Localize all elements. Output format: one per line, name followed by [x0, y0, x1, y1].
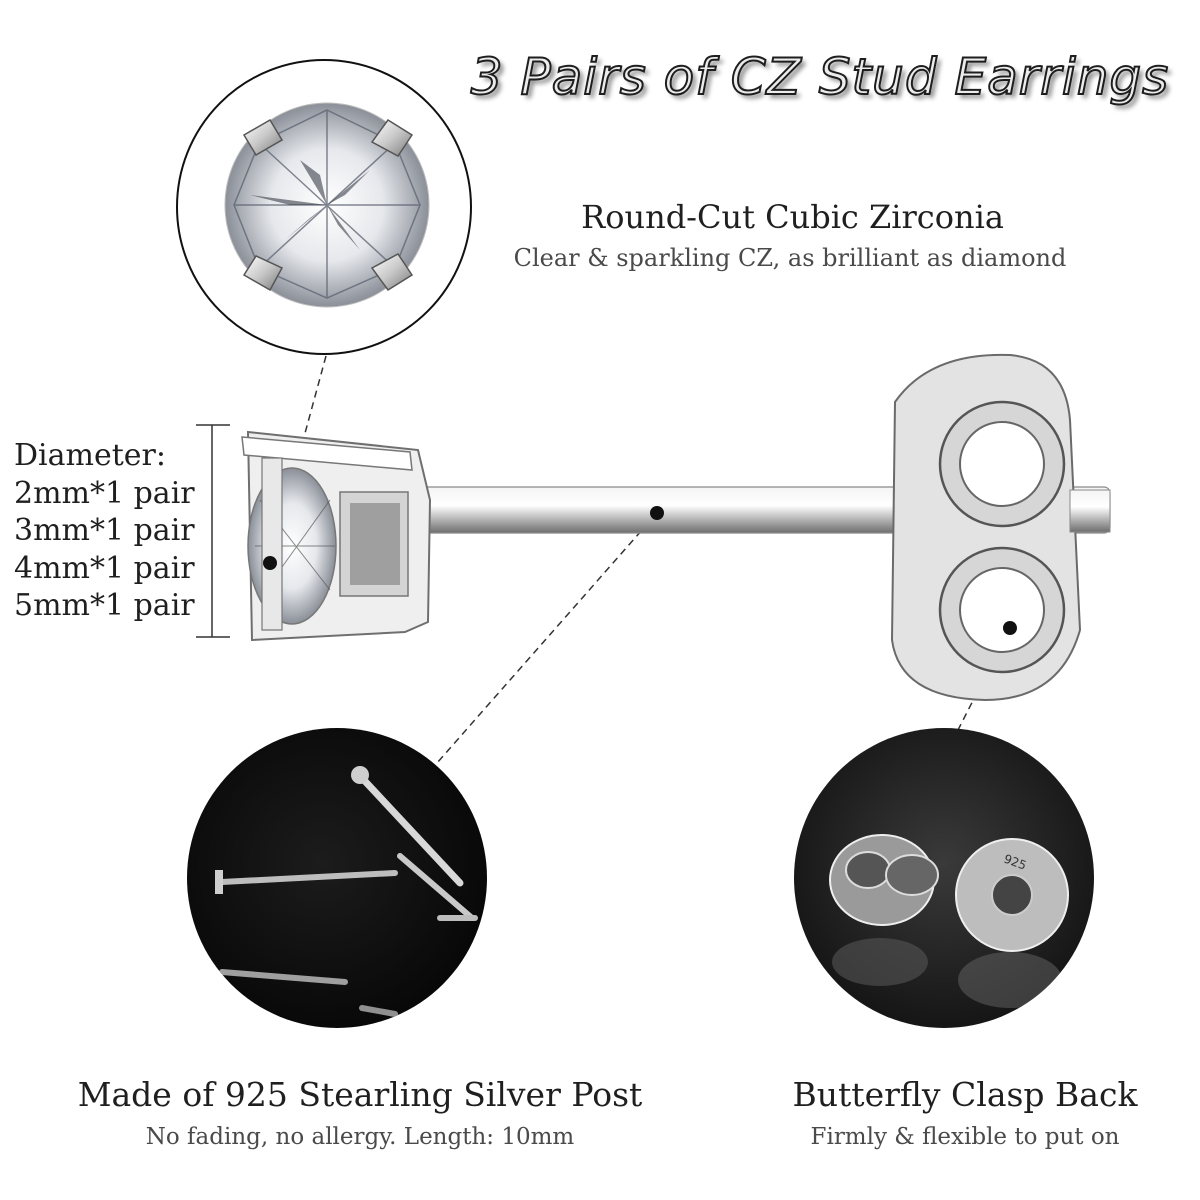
- post-feature-title: Made of 925 Stearling Silver Post: [77, 1075, 643, 1114]
- stud-earring: [241, 353, 1111, 702]
- diameter-size: 4mm*1 pair: [14, 550, 195, 586]
- clasp-feature-subtitle: Firmly & flexible to put on: [810, 1124, 1120, 1150]
- gem-closeup-circle: [176, 59, 472, 355]
- post-feature-subtitle: No fading, no allergy. Length: 10mm: [145, 1124, 575, 1150]
- diameter-size: 5mm*1 pair: [14, 588, 195, 623]
- diameter-bracket: [196, 424, 230, 638]
- diameter-list: Diameter: 2mm*1 pair 3mm*1 pair 4mm*1 pa…: [14, 437, 195, 625]
- butterfly-clasp-circle: 925: [794, 728, 1094, 1028]
- page-title: 3 Pairs of CZ Stud Earrings: [470, 47, 1170, 107]
- diameter-size: 2mm*1 pair: [14, 475, 195, 511]
- silver-posts-circle: [187, 728, 487, 1028]
- stone-feature-subtitle: Clear & sparkling CZ, as brilliant as di…: [513, 244, 1067, 272]
- callout-dots: [263, 506, 1017, 635]
- stone-feature-title: Round-Cut Cubic Zirconia: [581, 198, 1004, 236]
- diameter-size: 3mm*1 pair: [14, 513, 195, 548]
- clasp-feature-title: Butterfly Clasp Back: [792, 1075, 1138, 1114]
- diameter-label: Diameter:: [14, 438, 166, 473]
